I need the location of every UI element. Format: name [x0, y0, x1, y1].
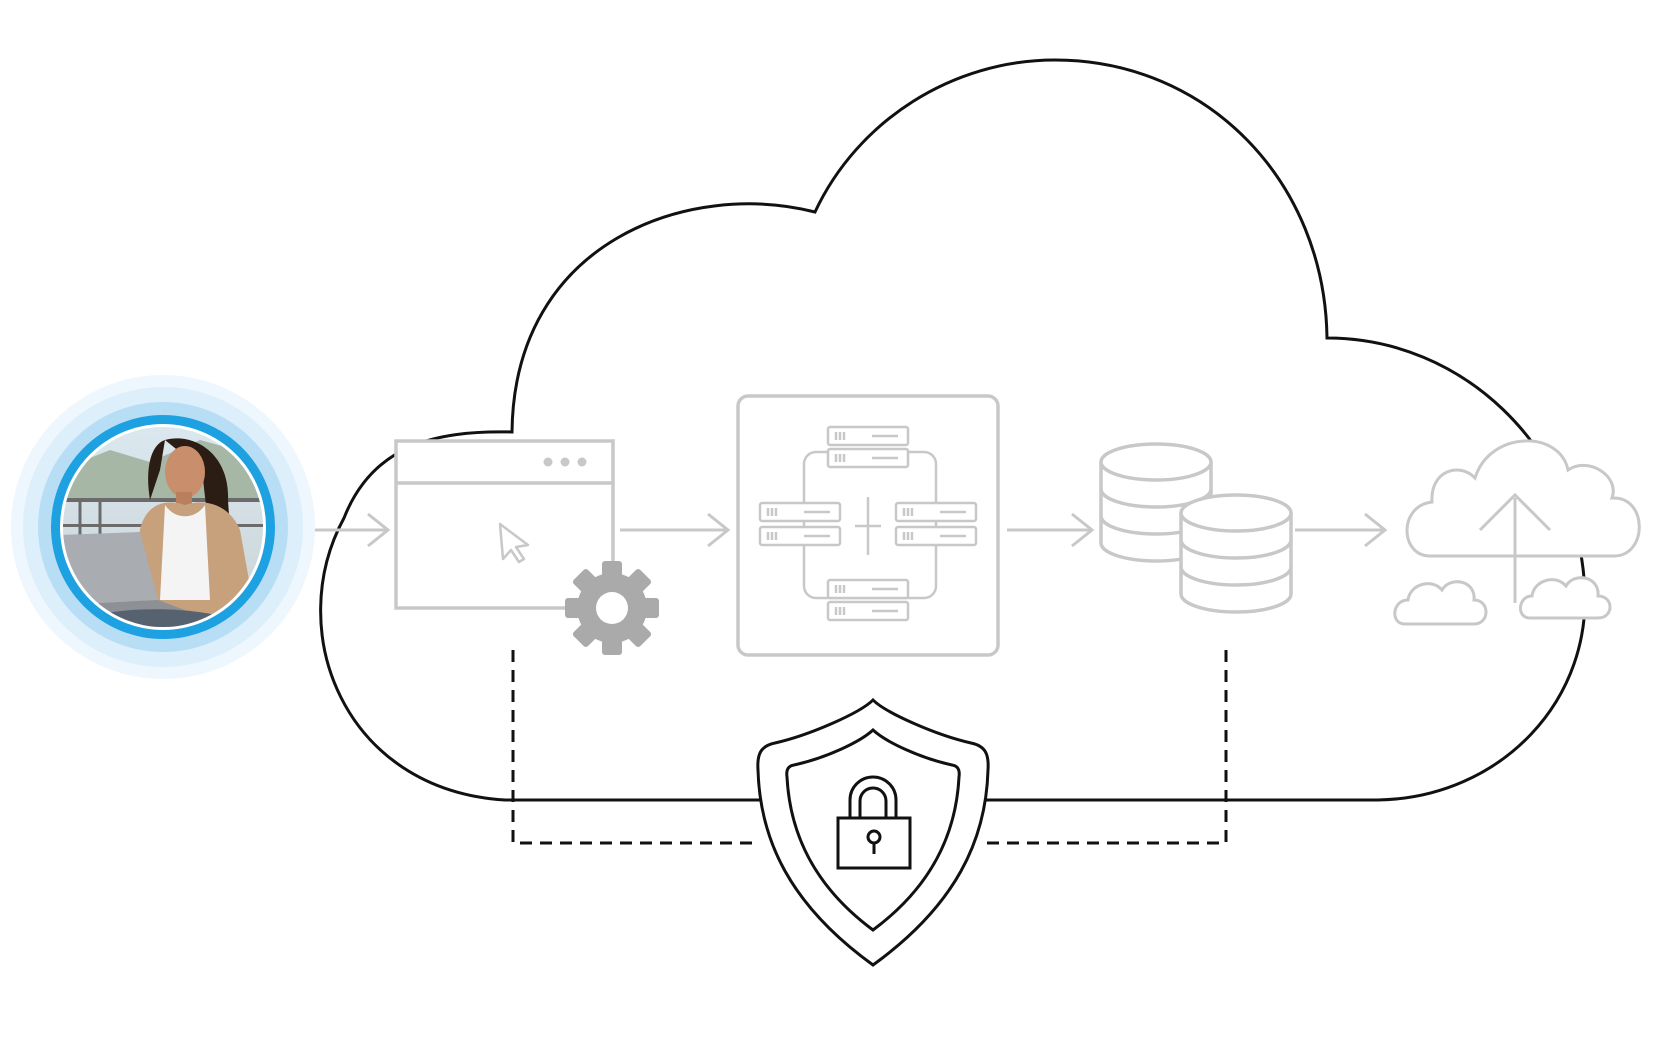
flow-arrow-app-to-servers [620, 512, 731, 548]
flow-arrow-database-to-cloud [1295, 512, 1388, 548]
database-icon-front [1179, 493, 1293, 614]
server-network-icon [736, 394, 1000, 657]
mouse-cursor-icon [498, 522, 530, 564]
cloud-outline [319, 58, 1587, 802]
padlock-icon [836, 775, 912, 870]
flow-arrow-servers-to-database [1007, 512, 1095, 548]
user-photo [63, 427, 263, 627]
dashed-connector-left [511, 650, 755, 845]
cloud-upload-icon [1393, 439, 1641, 626]
gear-icon [565, 561, 659, 655]
dashed-connector-right [985, 650, 1228, 845]
user-avatar [11, 375, 315, 679]
